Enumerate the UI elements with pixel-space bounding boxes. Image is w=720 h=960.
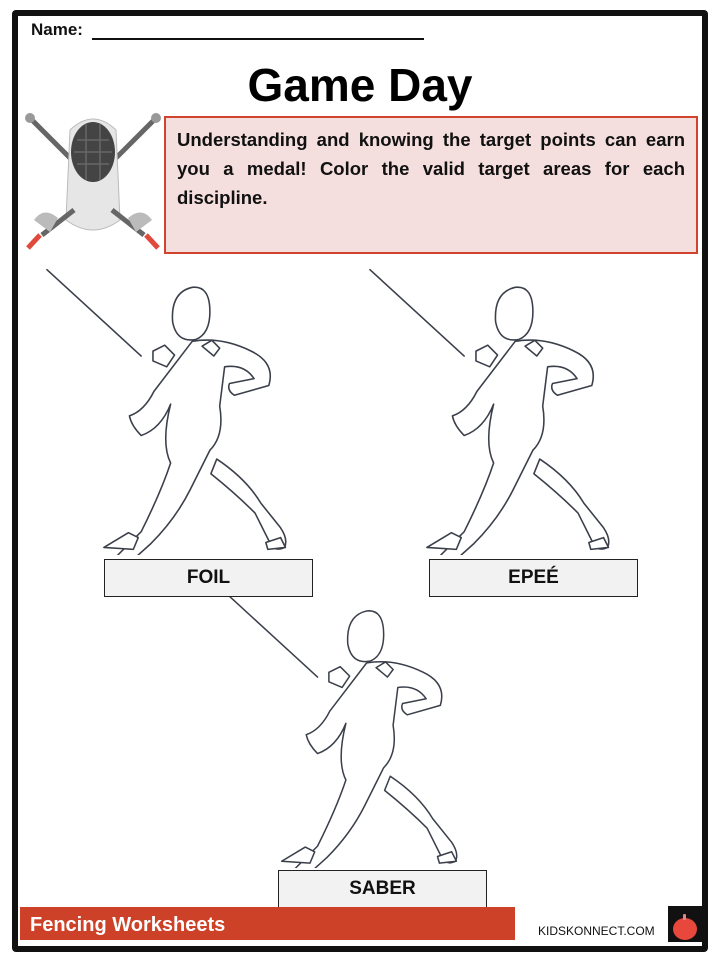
foil-fencer-figure[interactable] <box>45 265 310 555</box>
name-label: Name: <box>31 20 83 39</box>
saber-label: SABER <box>278 870 487 908</box>
instructions-box: Understanding and knowing the target poi… <box>164 116 698 254</box>
apple-logo-box <box>668 906 702 942</box>
name-input-line[interactable] <box>92 38 424 40</box>
fencing-mask-icon <box>25 113 161 250</box>
saber-fencer-figure[interactable] <box>225 590 480 868</box>
site-name: KIDSKONNECT.COM <box>538 924 655 938</box>
foil-label: FOIL <box>104 559 313 597</box>
page-title: Game Day <box>247 59 473 111</box>
apple-icon <box>673 914 697 940</box>
worksheet-frame <box>12 10 708 952</box>
epee-fencer-figure[interactable] <box>368 265 633 555</box>
footer-title: Fencing Worksheets <box>20 907 515 940</box>
epee-label: EPEÉ <box>429 559 638 597</box>
